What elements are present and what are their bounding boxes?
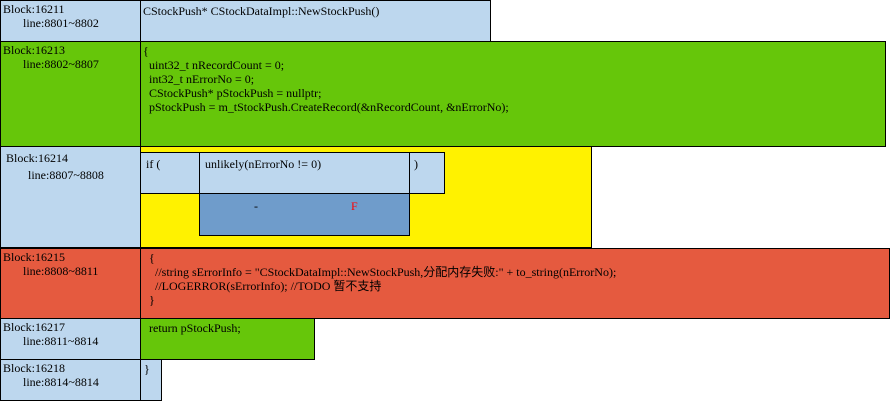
line-range: line:8814~8814: [23, 375, 99, 389]
block-16214-label-cell: Block:16214 line:8807~8808: [0, 146, 141, 248]
line-range: line:8801~8802: [23, 16, 99, 30]
condition-text: unlikely(nErrorNo != 0): [205, 157, 322, 171]
block-id: Block:16214: [6, 151, 68, 165]
closing-brace: }: [144, 362, 150, 376]
block-16215-code-cell: { //string sErrorInfo = "CStockDataImpl:…: [140, 248, 890, 319]
block-id: Block:16211: [3, 2, 65, 16]
block-16218-label-cell: Block:16218 line:8814~8814: [0, 359, 141, 401]
block-id: Block:16213: [3, 43, 65, 57]
condition-cell: unlikely(nErrorNo != 0): [199, 152, 410, 194]
if-open-cell: if (: [140, 152, 200, 194]
block-16218-code-cell: }: [140, 359, 162, 401]
block-16211-label-cell: Block:16211 line:8801~8802: [0, 0, 141, 42]
if-keyword: if (: [146, 157, 161, 171]
if-close-paren: ): [414, 157, 418, 171]
block-16217-label-cell: Block:16217 line:8811~8814: [0, 318, 141, 360]
block-16217-code-cell: return pStockPush;: [140, 318, 315, 360]
branch-result-cell: - F: [199, 193, 410, 236]
false-branch-marker: F: [351, 199, 358, 213]
line-range: line:8811~8814: [23, 334, 99, 348]
block-16211-code-cell: CStockPush* CStockDataImpl::NewStockPush…: [140, 0, 491, 42]
code-text: { //string sErrorInfo = "CStockDataImpl:…: [149, 251, 617, 307]
block-16215-label-cell: Block:16215 line:8808~8811: [0, 248, 141, 319]
if-close-cell: ): [409, 152, 445, 194]
line-range: line:8807~8808: [28, 168, 104, 182]
block-16213-code-cell: { uint32_t nRecordCount = 0; int32_t nEr…: [140, 41, 886, 147]
block-id: Block:16218: [3, 361, 65, 375]
line-range: line:8808~8811: [23, 264, 99, 278]
block-16213-label-cell: Block:16213 line:8802~8807: [0, 41, 141, 147]
block-id: Block:16217: [3, 320, 65, 334]
function-signature: CStockPush* CStockDataImpl::NewStockPush…: [143, 4, 380, 18]
true-branch-marker: -: [254, 199, 258, 213]
return-statement: return pStockPush;: [149, 321, 241, 335]
block-id: Block:16215: [3, 250, 65, 264]
line-range: line:8802~8807: [23, 57, 99, 71]
code-text: { uint32_t nRecordCount = 0; int32_t nEr…: [143, 44, 509, 114]
